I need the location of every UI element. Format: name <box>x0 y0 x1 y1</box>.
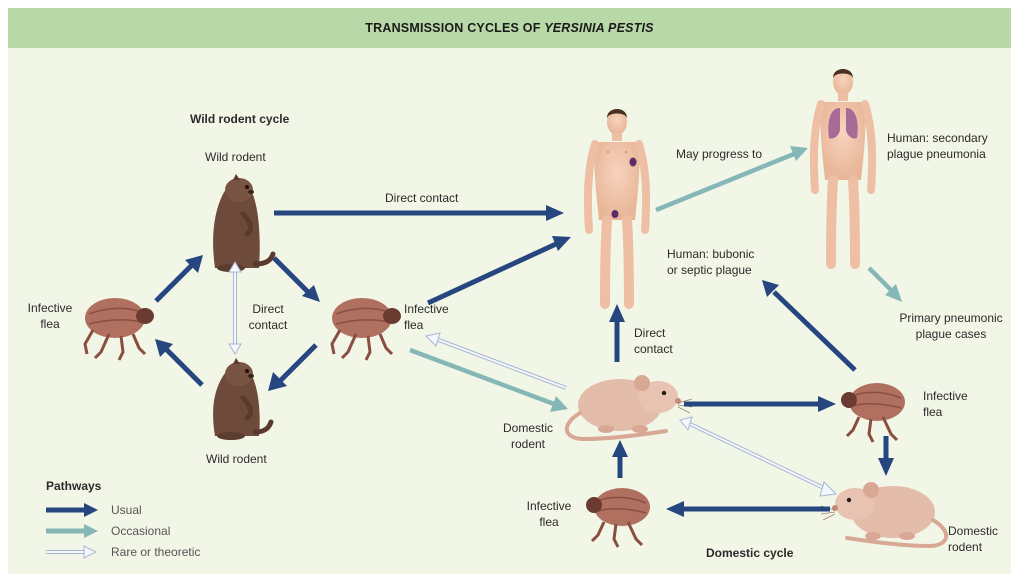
wild-rodent-top-illustration <box>213 174 273 272</box>
wild-rodent-bottom-illustration <box>213 358 271 440</box>
legend-swatches <box>46 503 98 558</box>
arrow-wildtop-to-flea <box>274 258 320 302</box>
legend-usual-label: Usual <box>111 502 142 518</box>
arrow-flearight-to-rodentright <box>878 436 894 476</box>
domestic-rodent-right-illustration <box>821 482 946 546</box>
arrow-flea-to-human <box>428 236 571 303</box>
label-wild-rodent-top: Wild rodent <box>205 149 266 165</box>
arrow-rodent-to-flearight <box>684 396 836 412</box>
domestic-rodent-left-illustration <box>567 375 692 439</box>
label-wild-rodent-bottom: Wild rodent <box>206 451 267 467</box>
arrow-flea-to-wildbottom <box>268 345 316 391</box>
arrow-wild-direct-contact <box>229 262 241 354</box>
legend-rare-swatch <box>46 546 96 558</box>
human-bubonic-illustration <box>588 109 646 304</box>
flea-left-illustration <box>85 298 154 360</box>
wild-cycle-heading: Wild rodent cycle <box>190 111 289 127</box>
flea-middle-illustration <box>332 298 401 360</box>
legend-rare-label: Rare or theoretic <box>111 544 200 560</box>
label-infective-flea-right: Infective flea <box>923 388 968 420</box>
label-human-secondary: Human: secondary plague pneumonia <box>887 130 988 162</box>
legend-usual-swatch <box>46 503 98 517</box>
legend-occasional-label: Occasional <box>111 523 170 539</box>
label-primary-pneumonic: Primary pneumonic plague cases <box>890 310 1012 342</box>
label-may-progress: May progress to <box>676 146 762 162</box>
legend-title: Pathways <box>46 478 101 494</box>
arrow-flearight-to-human <box>762 280 855 370</box>
arrow-rodentright-to-fleabottom <box>666 501 830 517</box>
label-infective-flea-bottom: Infective flea <box>520 498 578 530</box>
label-domestic-rodent-left: Domestic rodent <box>497 420 559 452</box>
arrow-fleabottom-to-rodent <box>612 440 628 478</box>
arrow-rodents-rare <box>680 417 836 496</box>
label-human-bubonic: Human: bubonic or septic plague <box>667 246 754 278</box>
legend-occasional-swatch <box>46 524 98 538</box>
rare-arrows <box>229 262 836 496</box>
arrow-domestic-to-flea-rare <box>426 333 566 388</box>
label-domestic-rodent-right: Domestic rodent <box>948 523 998 555</box>
flea-right-illustration <box>841 383 905 442</box>
label-infective-flea-middle: Infective flea <box>404 301 449 333</box>
label-infective-flea-left: Infective flea <box>22 300 78 332</box>
label-direct-contact-top: Direct contact <box>385 190 458 206</box>
arrow-pneumonia-to-primary <box>869 268 902 302</box>
bubo-axilla <box>630 158 637 167</box>
arrow-flealeft-to-wildtop <box>156 255 203 301</box>
flea-bottom-illustration <box>586 488 650 547</box>
label-direct-contact-wild: Direct contact <box>243 301 293 333</box>
domestic-cycle-heading: Domestic cycle <box>706 545 793 561</box>
human-pneumonia-illustration <box>814 69 872 264</box>
arrow-wildbottom-to-flealeft <box>155 339 202 385</box>
arrow-domestic-to-human <box>609 304 625 362</box>
arrow-wild-to-human <box>274 205 564 221</box>
label-direct-contact-domestic: Direct contact <box>634 325 673 357</box>
bubo-groin <box>612 210 619 218</box>
